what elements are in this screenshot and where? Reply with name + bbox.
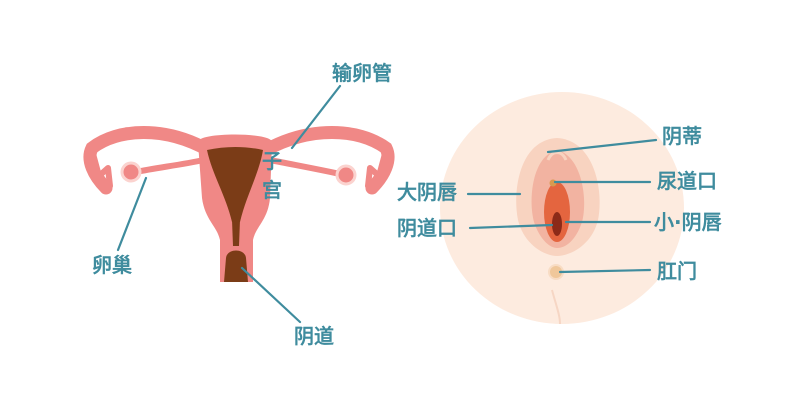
vaginal-opening-leader (468, 223, 554, 230)
right-fimbriae (365, 147, 389, 189)
fallopian-tube-leader (290, 84, 342, 150)
left-fallopian-tube (83, 126, 215, 195)
ovary-label: 卵巢 (92, 253, 132, 277)
urethral-opening-label: 尿道口 (657, 169, 717, 193)
labia-majora-label: 大阴唇 (397, 180, 458, 204)
clitoris-leader (546, 138, 658, 154)
anus-label: 肛门 (657, 259, 697, 283)
uterus-label-char2: 宫 (262, 178, 282, 202)
left-fimbriae (89, 147, 113, 189)
cervical-canal (232, 220, 240, 246)
right-ovarian-ligament (267, 157, 343, 177)
gluteal-cleft (551, 289, 561, 325)
labia-minora-label: 小·阴唇 (654, 210, 723, 234)
uterus-diagram: 输卵管 子 宫 卵巢 阴道 (83, 61, 395, 348)
vagina-leader (240, 266, 302, 324)
ovary-leader (116, 176, 148, 252)
vulva-diagram: 阴蒂 尿道口 小·阴唇 肛门 大阴唇 阴道口 (397, 92, 723, 325)
fallopian-tube-label: 输卵管 (332, 61, 392, 85)
clitoral-hood (546, 151, 568, 161)
left-ovarian-ligament (133, 157, 207, 175)
anus-leader (558, 268, 652, 274)
right-ovary (335, 164, 357, 186)
vaginal-canal (224, 250, 248, 282)
uterus-label-char1: 子 (262, 149, 282, 173)
vaginal-opening-shape (552, 212, 562, 236)
uterine-cavity (207, 147, 263, 222)
vaginal-opening-label: 阴道口 (397, 216, 457, 240)
left-ovary (120, 161, 142, 183)
vagina-label: 阴道 (294, 324, 334, 348)
clitoris-label: 阴蒂 (662, 124, 702, 148)
